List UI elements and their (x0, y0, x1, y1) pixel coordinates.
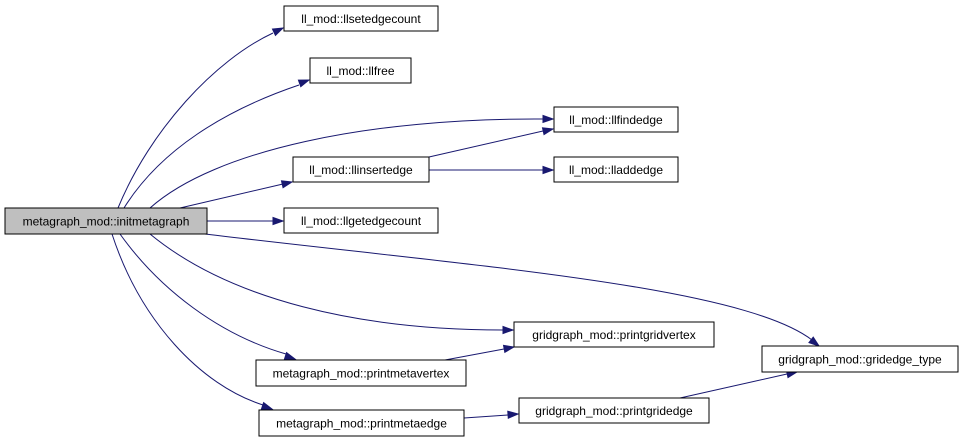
node-lladdedge-box (553, 156, 679, 183)
edge-printgridedge-to-gridedgetype (679, 370, 799, 399)
edge-arrowhead (271, 27, 285, 37)
edge-arrowhead (502, 344, 516, 354)
node-printgridvertex[interactable]: gridgraph_mod::printgridvertex (513, 321, 715, 348)
node-printmetaedge[interactable]: metagraph_mod::printmetaedge (258, 409, 465, 437)
node-llfree[interactable]: ll_mod::llfree (309, 57, 412, 84)
edge-root-to-insertedge (179, 180, 294, 209)
edge-line (179, 183, 284, 209)
node-printmetaedge-box (258, 409, 465, 437)
edge-arrowhead (808, 336, 821, 347)
node-initmetagraph-label: metagraph_mod::initmetagraph (23, 215, 190, 229)
edge-root-to-getedge (207, 216, 285, 226)
edge-root-to-setedge (117, 27, 285, 209)
edge-line (149, 233, 504, 331)
edge-arrowhead (280, 180, 294, 189)
edge-arrowhead (541, 127, 555, 136)
node-printmetaedge-label: metagraph_mod::printmetaedge (276, 417, 447, 431)
node-llsetedgecount-label: ll_mod::llsetedgecount (301, 12, 421, 26)
node-llfree-box (309, 57, 412, 84)
edges-layer (111, 27, 821, 419)
node-llinsertedge-label: ll_mod::llinsertedge (309, 163, 413, 177)
node-llinsertedge[interactable]: ll_mod::llinsertedge (292, 156, 430, 183)
edge-printmetaedge-to-printgridedge (463, 410, 520, 419)
node-printmetavertex[interactable]: metagraph_mod::printmetavertex (255, 359, 467, 387)
edge-printmetavertex-to-printgridvertex (444, 344, 516, 361)
edge-root-to-free (123, 79, 311, 209)
edge-arrowhead (297, 79, 311, 88)
edge-line (117, 32, 274, 209)
node-printmetavertex-label: metagraph_mod::printmetavertex (273, 367, 450, 381)
node-llsetedgecount-box (283, 5, 439, 32)
node-printgridedge-label: gridgraph_mod::printgridedge (535, 404, 693, 418)
edge-line (463, 414, 509, 419)
node-llfindedge[interactable]: ll_mod::llfindedge (553, 106, 679, 133)
node-llgetedgecount[interactable]: ll_mod::llgetedgecount (283, 207, 439, 234)
node-gridedge-type-label: gridgraph_mod::gridedge_type (778, 353, 942, 367)
edge-line (123, 84, 300, 209)
edge-line (679, 373, 788, 399)
node-printmetavertex-box (255, 359, 467, 387)
node-lladdedge-label: ll_mod::lladdedge (569, 163, 663, 177)
edge-line (204, 233, 813, 341)
node-llgetedgecount-label: ll_mod::llgetedgecount (301, 214, 422, 228)
node-llfindedge-label: ll_mod::llfindedge (569, 113, 663, 127)
edge-root-to-findedge (149, 114, 555, 209)
node-llfindedge-box (553, 106, 679, 133)
edge-line (119, 233, 287, 355)
edge-root-to-printgridvertex (149, 233, 515, 335)
node-initmetagraph[interactable]: metagraph_mod::initmetagraph (4, 207, 208, 235)
node-lladdedge[interactable]: ll_mod::lladdedge (553, 156, 679, 183)
node-llinsertedge-box (292, 156, 430, 183)
node-gridedge-type-box (761, 345, 959, 373)
node-printgridedge-box (518, 397, 710, 424)
edge-arrowhead (283, 351, 297, 360)
node-initmetagraph-box (4, 207, 208, 235)
edge-arrowhead (260, 401, 274, 410)
node-printgridvertex-box (513, 321, 715, 348)
edge-line (149, 118, 544, 209)
edge-root-to-printmetavertex (119, 233, 297, 360)
edge-arrowhead (542, 114, 555, 124)
edge-insertedge-to-findedge (428, 127, 555, 158)
edge-line (111, 233, 264, 406)
node-llsetedgecount[interactable]: ll_mod::llsetedgecount (283, 5, 439, 32)
edge-line (444, 348, 505, 361)
edge-arrowhead (502, 325, 515, 335)
node-llfree-label: ll_mod::llfree (326, 64, 394, 78)
edge-arrowhead (507, 410, 520, 419)
edge-arrowhead (272, 216, 285, 226)
edge-arrowhead (542, 165, 555, 175)
node-printgridvertex-label: gridgraph_mod::printgridvertex (532, 328, 695, 342)
edge-root-to-gridedgetype (204, 233, 821, 347)
edge-root-to-printmetaedge (111, 233, 274, 410)
edge-line (428, 130, 544, 158)
node-printgridedge[interactable]: gridgraph_mod::printgridedge (518, 397, 710, 424)
node-llgetedgecount-box (283, 207, 439, 234)
edge-insertedge-to-addedge (429, 165, 555, 175)
node-gridedge-type[interactable]: gridgraph_mod::gridedge_type (761, 345, 959, 373)
